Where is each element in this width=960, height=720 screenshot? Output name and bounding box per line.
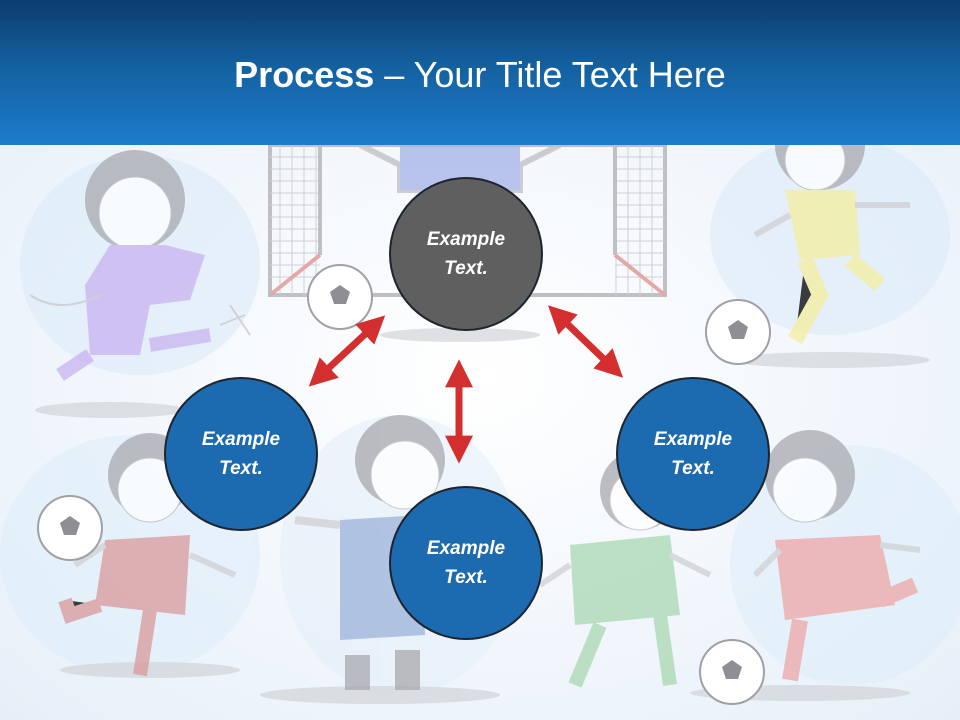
- process-node-top: Example Text.: [389, 177, 543, 331]
- child-player-illustration: [753, 145, 910, 344]
- header-banner: Process – Your Title Text Here: [0, 0, 960, 145]
- child-player-illustration: [752, 430, 921, 682]
- node-label-line2: Text.: [444, 567, 488, 588]
- node-label-line1: Example: [201, 429, 281, 450]
- node-label-line2: Text.: [444, 258, 488, 279]
- process-node-center: Example Text.: [389, 486, 543, 640]
- process-node-right: Example Text.: [616, 377, 770, 531]
- page-title: Process – Your Title Text Here: [0, 52, 960, 98]
- node-label-line1: Example: [426, 538, 506, 559]
- node-label-line2: Text.: [219, 458, 263, 479]
- soccer-ball-icon: [37, 264, 771, 705]
- title-rest: – Your Title Text Here: [374, 54, 726, 95]
- title-bold: Process: [234, 54, 375, 95]
- child-player-illustration: [29, 150, 251, 381]
- node-label-line2: Text.: [671, 458, 715, 479]
- node-label-line1: Example: [426, 229, 506, 250]
- process-node-left: Example Text.: [164, 377, 318, 531]
- node-label-line1: Example: [653, 429, 733, 450]
- goalkeeper-illustration: [358, 145, 562, 193]
